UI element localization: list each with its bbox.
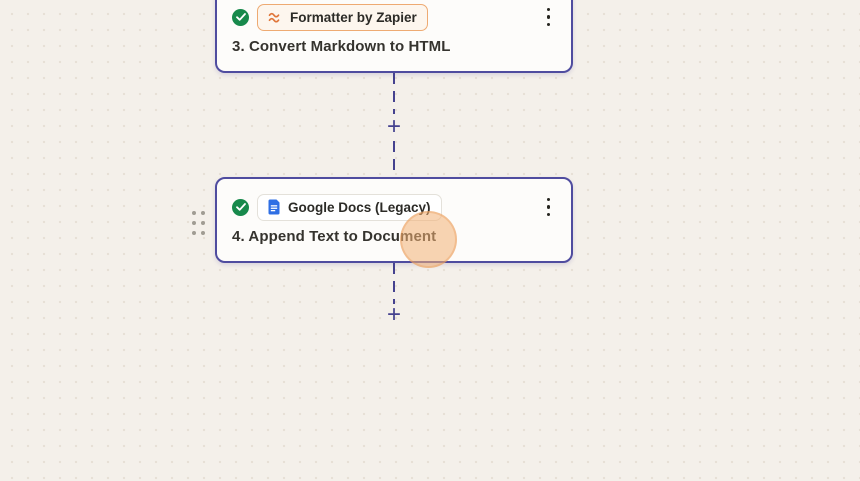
step-success-check-icon	[232, 198, 249, 216]
app-badge-label: Google Docs (Legacy)	[288, 199, 431, 215]
drag-handle[interactable]	[190, 209, 207, 237]
step-card-convert-markdown[interactable]: Formatter by Zapier 3. Convert Markdown …	[215, 0, 573, 73]
app-badge-formatter[interactable]: Formatter by Zapier	[257, 3, 428, 31]
plus-icon: +	[386, 301, 401, 328]
step-success-check-icon	[232, 8, 249, 26]
app-badge-label: Formatter by Zapier	[290, 9, 417, 25]
step-card-append-text[interactable]: Google Docs (Legacy) 4. Append Text to D…	[215, 177, 573, 263]
google-docs-icon	[268, 199, 281, 215]
connector-line	[393, 73, 395, 114]
step-title: 4. Append Text to Document	[232, 228, 437, 245]
add-step-button[interactable]: +	[384, 113, 404, 140]
connector-line	[393, 263, 395, 304]
step-menu-button[interactable]	[542, 195, 556, 220]
connector-line	[393, 141, 395, 178]
formatter-squiggle-icon	[268, 11, 283, 24]
step-menu-button[interactable]	[542, 5, 556, 30]
app-badge-google-docs[interactable]: Google Docs (Legacy)	[257, 193, 442, 221]
step-title: 3. Convert Markdown to HTML	[232, 38, 451, 55]
add-step-button[interactable]: +	[384, 301, 404, 328]
plus-icon: +	[386, 113, 401, 140]
